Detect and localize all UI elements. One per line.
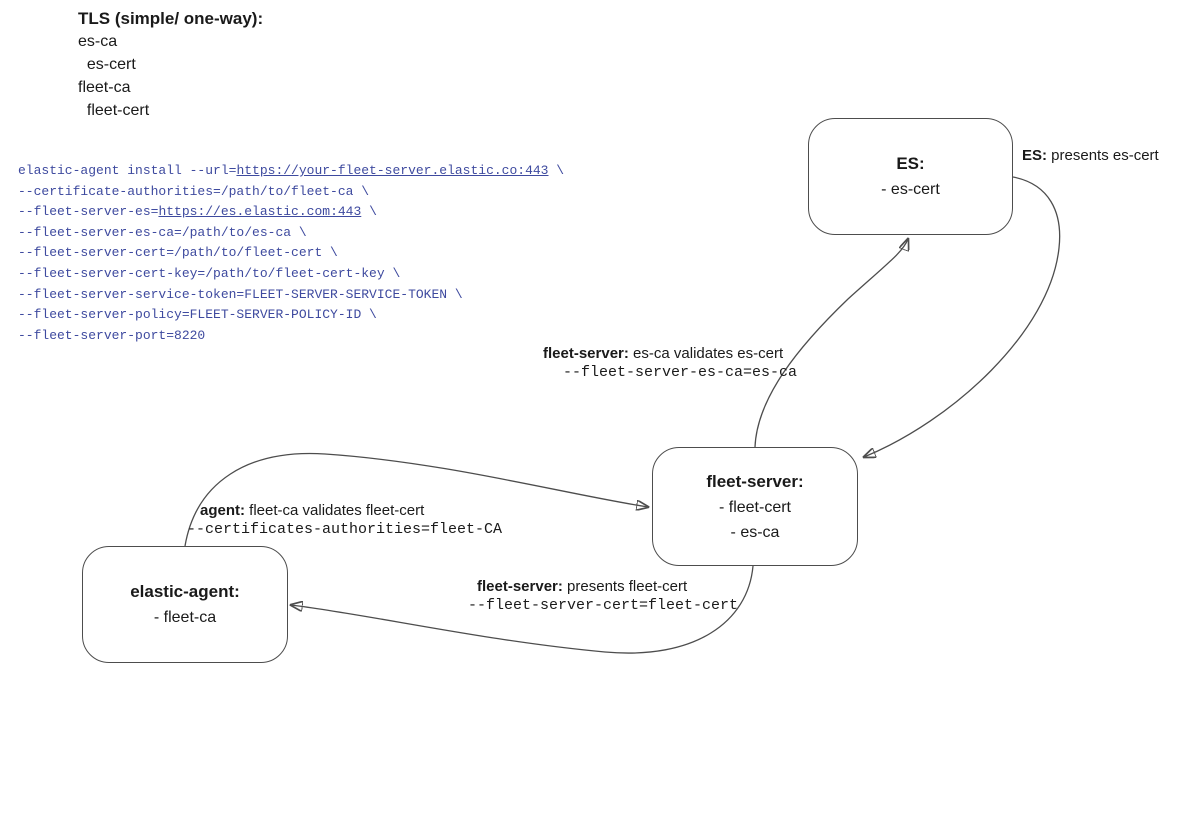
- node-elastic-agent: elastic-agent: - fleet-ca: [82, 546, 288, 663]
- command-line: --fleet-server-es-ca=/path/to/es-ca \: [18, 223, 564, 244]
- command-link[interactable]: https://your-fleet-server.elastic.co:443: [236, 163, 549, 178]
- node-es: ES: - es-cert: [808, 118, 1013, 235]
- label-command: --fleet-server-cert=fleet-cert: [468, 597, 739, 614]
- legend-title: TLS (simple/ one-way):: [78, 9, 264, 28]
- command-line: --fleet-server-es=https://es.elastic.com…: [18, 202, 564, 223]
- legend-item: fleet-ca: [78, 79, 131, 96]
- command-text: --fleet-server-policy=FLEET-SERVER-POLIC…: [18, 307, 377, 323]
- command-text: --fleet-server-es-ca=/path/to/es-ca \: [18, 224, 307, 240]
- command-line: --certificate-authorities=/path/to/fleet…: [18, 182, 564, 203]
- command-line: --fleet-server-service-token=FLEET-SERVE…: [18, 285, 564, 306]
- command-link[interactable]: https://es.elastic.com:443: [158, 204, 362, 220]
- label-bold: fleet-server:: [543, 345, 629, 362]
- node-fleet-server-title: fleet-server:: [706, 471, 804, 491]
- command-text: --certificate-authorities=/path/to/fleet…: [18, 183, 370, 199]
- command-text: \: [548, 163, 565, 178]
- label-bold: fleet-server:: [477, 578, 563, 595]
- label-text: presents fleet-cert: [562, 578, 688, 595]
- node-elastic-agent-title: elastic-agent:: [130, 582, 240, 601]
- tls-legend: TLS (simple/ one-way): es-ca es-cert fle…: [78, 7, 263, 122]
- command-line: --fleet-server-cert=/path/to/fleet-cert …: [18, 243, 564, 264]
- node-fleet-server-line: - fleet-cert: [718, 498, 791, 516]
- command-text: --fleet-server-cert-key=/path/to/fleet-c…: [18, 265, 401, 281]
- label-bold: ES:: [1022, 147, 1048, 164]
- command-line: --fleet-server-policy=FLEET-SERVER-POLIC…: [18, 305, 564, 326]
- command-text: --fleet-server-es=: [18, 204, 159, 220]
- label-es-presents-es-cert: ES: presents es-cert: [1022, 146, 1159, 165]
- edge-fleet-server-to-es: [754, 239, 908, 448]
- label-fleet-server-presents-fleet-cert: fleet-server: presents fleet-cert --flee…: [468, 577, 738, 615]
- command-text: \: [361, 204, 377, 220]
- node-fleet-server: fleet-server: - fleet-cert - es-ca: [652, 447, 858, 566]
- node-fleet-server-line: - es-ca: [730, 523, 780, 541]
- label-text: presents es-cert: [1047, 147, 1159, 164]
- legend-item: fleet-cert: [78, 102, 150, 119]
- node-es-title: ES:: [896, 154, 925, 173]
- label-fleet-server-validates-es-cert: fleet-server: es-ca validates es-cert --…: [543, 344, 797, 382]
- label-text: fleet-ca validates fleet-cert: [245, 502, 425, 519]
- command-line: elastic-agent install --url=https://your…: [18, 161, 564, 182]
- command-line: --fleet-server-port=8220: [18, 326, 564, 347]
- command-text: --fleet-server-cert=/path/to/fleet-cert …: [18, 245, 338, 261]
- label-bold: agent:: [200, 502, 245, 519]
- command-text: --fleet-server-service-token=FLEET-SERVE…: [18, 286, 463, 302]
- node-elastic-agent-line: - fleet-ca: [153, 609, 217, 626]
- command-text: elastic-agent install --url=: [18, 163, 237, 178]
- legend-item: es-ca: [78, 33, 118, 50]
- node-es-line: - es-cert: [881, 181, 940, 198]
- legend-item: es-cert: [78, 56, 136, 73]
- label-command: --fleet-server-es-ca=es-ca: [563, 364, 798, 381]
- label-command: --certificates-authorities=fleet-CA: [187, 521, 503, 538]
- label-text: es-ca validates es-cert: [628, 345, 784, 362]
- command-text: --fleet-server-port=8220: [18, 327, 206, 343]
- label-agent-validates-fleet-cert: agent: fleet-ca validates fleet-cert --c…: [187, 501, 502, 539]
- command-line: --fleet-server-cert-key=/path/to/fleet-c…: [18, 264, 564, 285]
- command-block: elastic-agent install --url=https://your…: [18, 161, 564, 346]
